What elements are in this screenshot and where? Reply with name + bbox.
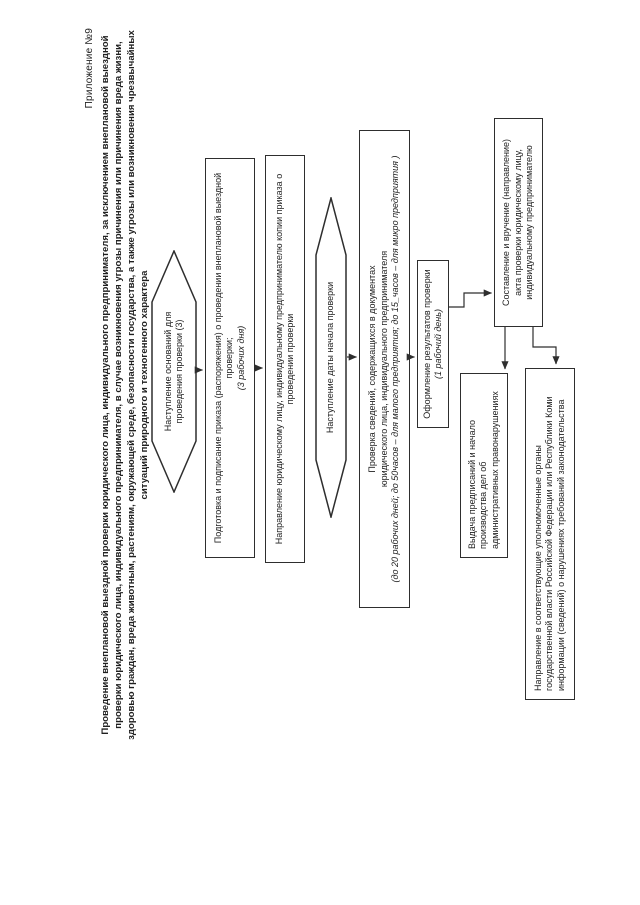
connector-results-to-act	[449, 289, 493, 308]
hexagon-shape	[151, 250, 197, 493]
hexagon-shape	[315, 197, 347, 518]
node-start-event: Наступление оснований для проведения про…	[151, 250, 197, 493]
connector-act-to-inform	[532, 327, 560, 365]
node-date-event: Наступление даты начала проверки	[315, 197, 347, 518]
